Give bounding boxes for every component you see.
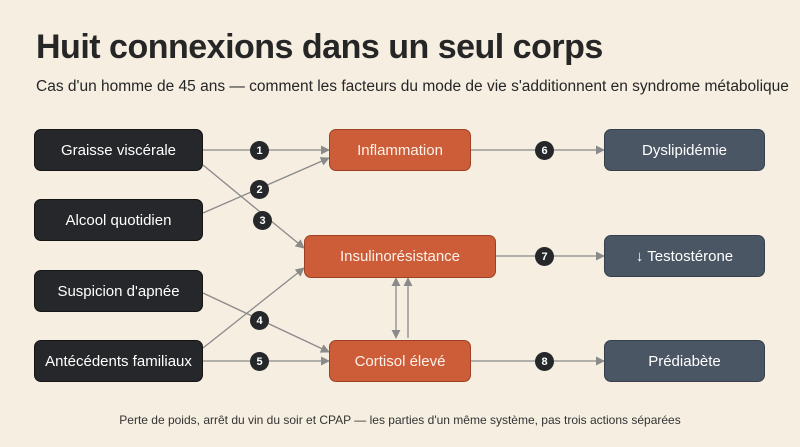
badge-5: 5 — [250, 352, 269, 371]
page-subtitle: Cas d'un homme de 45 ans — comment les f… — [36, 78, 789, 95]
node-testosterone: ↓ Testostérone — [604, 235, 765, 277]
node-graisse-viscerale: Graisse viscérale — [34, 129, 203, 171]
node-insulinoresistance: Insulinorésistance — [304, 235, 496, 278]
node-alcool-quotidien: Alcool quotidien — [34, 199, 203, 241]
badge-3: 3 — [253, 211, 272, 230]
badge-6: 6 — [535, 141, 554, 160]
page-title: Huit connexions dans un seul corps — [36, 28, 603, 66]
edge-antecedents-insulino — [202, 267, 305, 349]
edge-graisse-insulino — [202, 164, 305, 249]
badge-2: 2 — [250, 180, 269, 199]
badge-4: 4 — [250, 311, 269, 330]
node-prediabete: Prédiabète — [604, 340, 765, 382]
node-antecedents-familiaux: Antécédents familiaux — [34, 340, 203, 382]
node-cortisol-eleve: Cortisol élevé — [329, 340, 471, 382]
badge-7: 7 — [535, 247, 554, 266]
node-inflammation: Inflammation — [329, 129, 471, 171]
node-dyslipidemie: Dyslipidémie — [604, 129, 765, 171]
badge-8: 8 — [535, 352, 554, 371]
node-suspicion-apnee: Suspicion d'apnée — [34, 270, 203, 312]
footer-caption: Perte de poids, arrêt du vin du soir et … — [119, 413, 681, 427]
badge-1: 1 — [250, 141, 269, 160]
